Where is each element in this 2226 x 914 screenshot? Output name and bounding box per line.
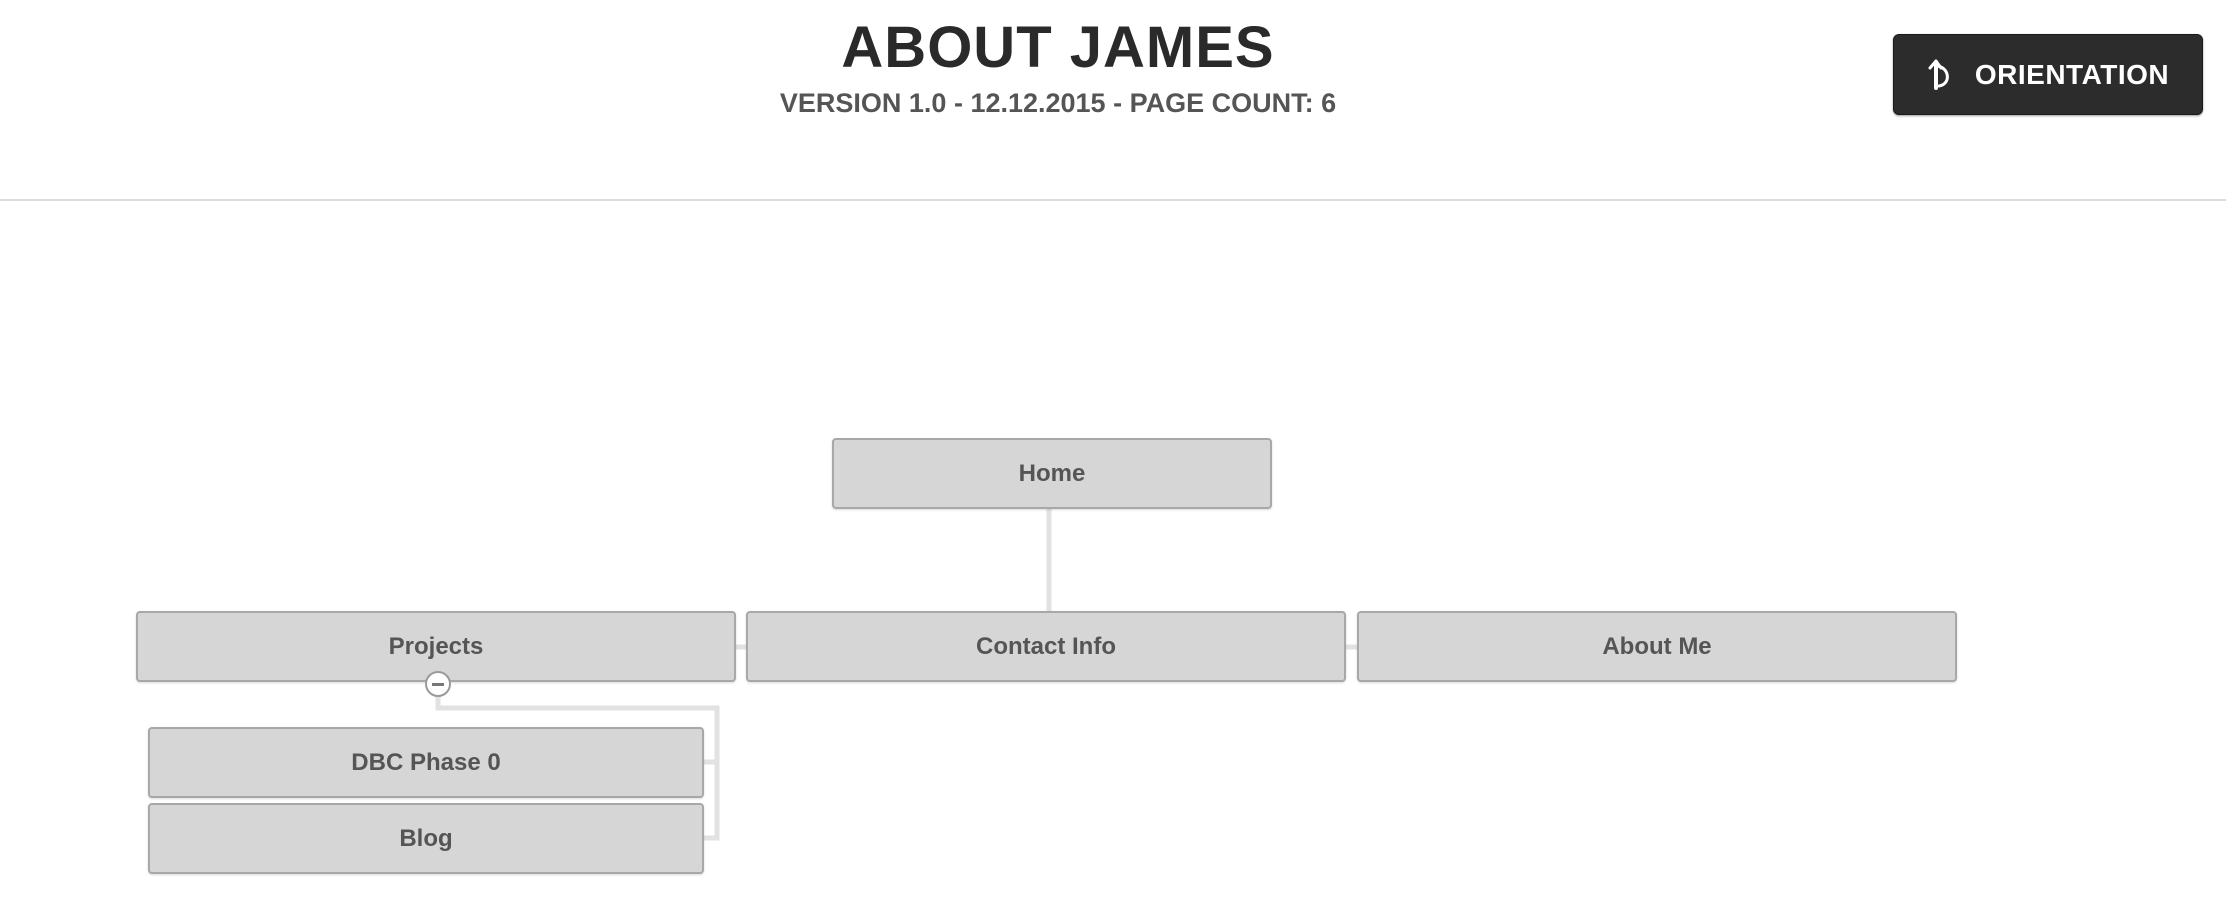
header: ABOUT JAMES VERSION 1.0 - 12.12.2015 - P… (0, 0, 2226, 201)
node-home[interactable]: Home (832, 438, 1272, 509)
node-contact-info[interactable]: Contact Info (746, 611, 1346, 682)
collapse-projects-toggle[interactable] (425, 671, 451, 697)
node-projects[interactable]: Projects (136, 611, 736, 682)
page-title: ABOUT JAMES (841, 15, 1275, 80)
minus-icon (432, 682, 444, 686)
node-blog[interactable]: Blog (148, 803, 704, 874)
rotate-icon (1927, 58, 1957, 92)
orientation-button-label: ORIENTATION (1974, 58, 2170, 90)
node-about-me[interactable]: About Me (1357, 611, 1957, 682)
node-dbc-phase-0[interactable]: DBC Phase 0 (148, 727, 704, 798)
page-subtitle: VERSION 1.0 - 12.12.2015 - PAGE COUNT: 6 (779, 88, 1337, 118)
connector-projects-children (435, 697, 720, 841)
orientation-button[interactable]: ORIENTATION (1893, 34, 2203, 115)
